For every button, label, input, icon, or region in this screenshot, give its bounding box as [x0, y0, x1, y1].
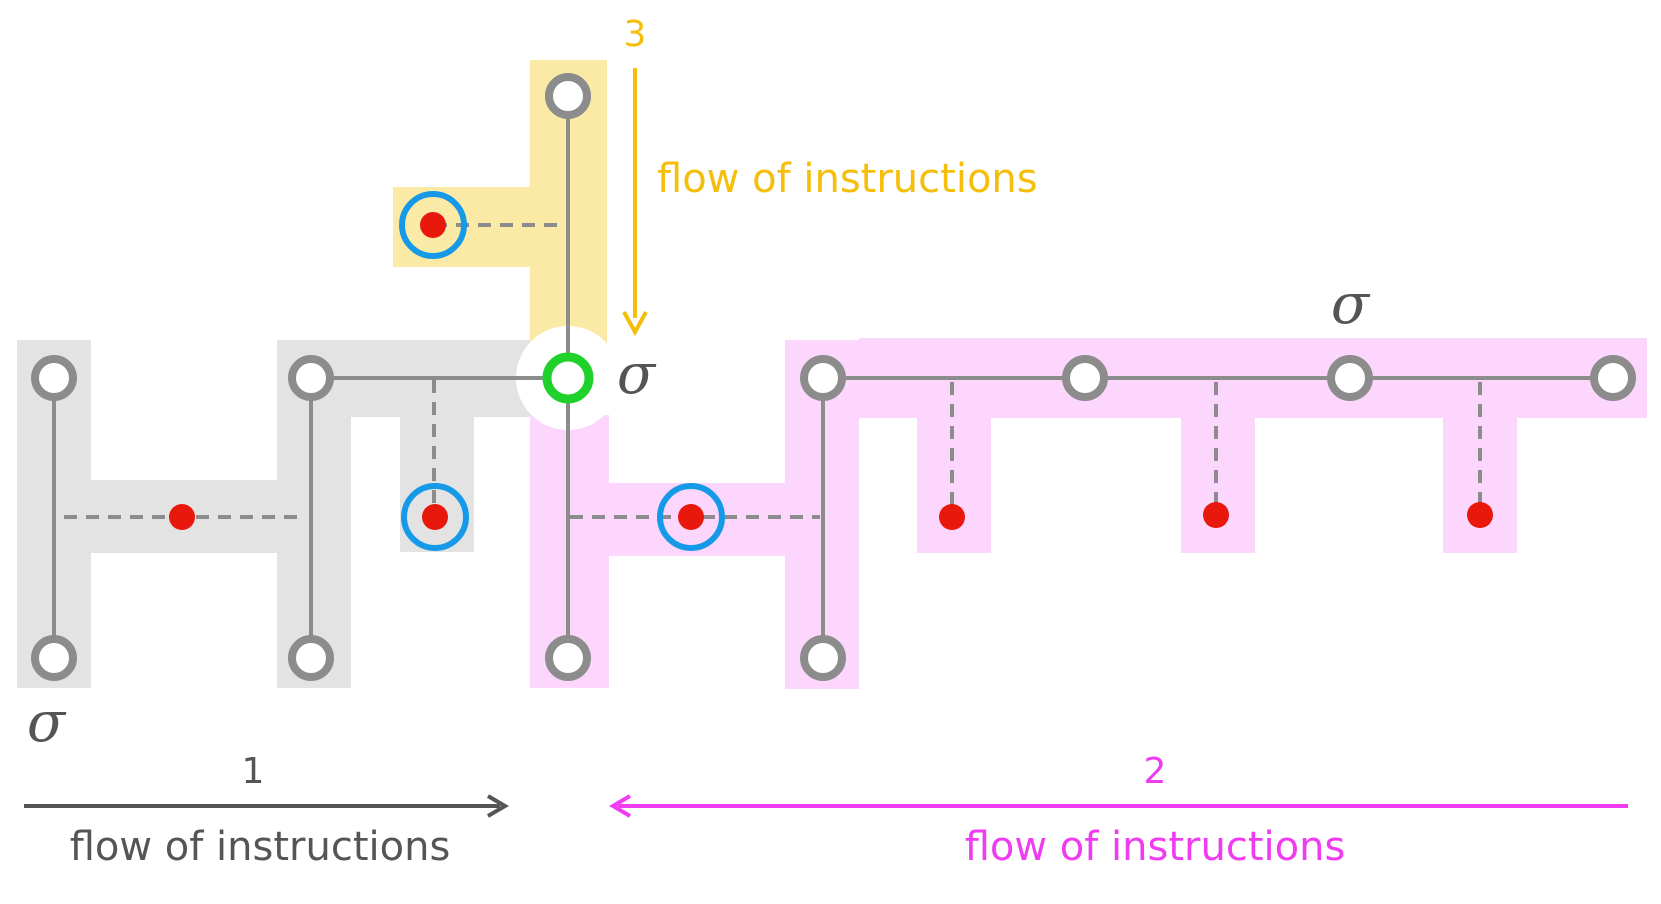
red-dot — [1203, 502, 1229, 528]
red-dot — [1467, 502, 1493, 528]
flow3-number: 3 — [624, 14, 647, 55]
open-node — [800, 635, 846, 681]
open-node — [31, 635, 77, 681]
flow1-arrow-head — [486, 794, 509, 818]
gray-region-group — [17, 340, 531, 688]
open-node — [800, 355, 846, 401]
flow2-number: 2 — [1144, 751, 1167, 792]
open-node — [545, 635, 591, 681]
open-node — [1062, 355, 1108, 401]
sigma-label-left: σ — [27, 690, 67, 755]
pink-region-tab-2 — [1181, 418, 1255, 553]
flow2-arrow-head — [609, 794, 632, 818]
pink-region-tab-1 — [917, 418, 991, 553]
open-node — [545, 73, 591, 119]
blue-ring — [399, 191, 467, 259]
red-dot — [420, 212, 446, 238]
red-dot — [939, 504, 965, 530]
sigma-label-right: σ — [1331, 272, 1371, 337]
red-dot — [422, 504, 448, 530]
red-dot — [678, 504, 704, 530]
red-dot — [169, 504, 195, 530]
pink-region-tab-3 — [1443, 418, 1517, 553]
open-node — [288, 635, 334, 681]
red-dots — [169, 212, 1493, 530]
open-node — [31, 355, 77, 401]
flow2-text: flow of instructions — [965, 824, 1346, 870]
flow1-text: flow of instructions — [70, 824, 451, 870]
blue-rings — [399, 191, 725, 551]
blue-ring — [401, 483, 469, 551]
flow3-text: flow of instructions — [657, 156, 1038, 202]
open-node — [1590, 355, 1636, 401]
flow1-number: 1 — [242, 751, 265, 792]
flow3-arrow-head — [622, 311, 648, 337]
open-node — [288, 355, 334, 401]
open-node — [1327, 355, 1373, 401]
green-node — [542, 352, 594, 404]
sigma-label-center: σ — [617, 342, 657, 407]
open-nodes — [31, 73, 1636, 681]
blue-ring — [657, 483, 725, 551]
solid-wires — [52, 96, 1613, 658]
